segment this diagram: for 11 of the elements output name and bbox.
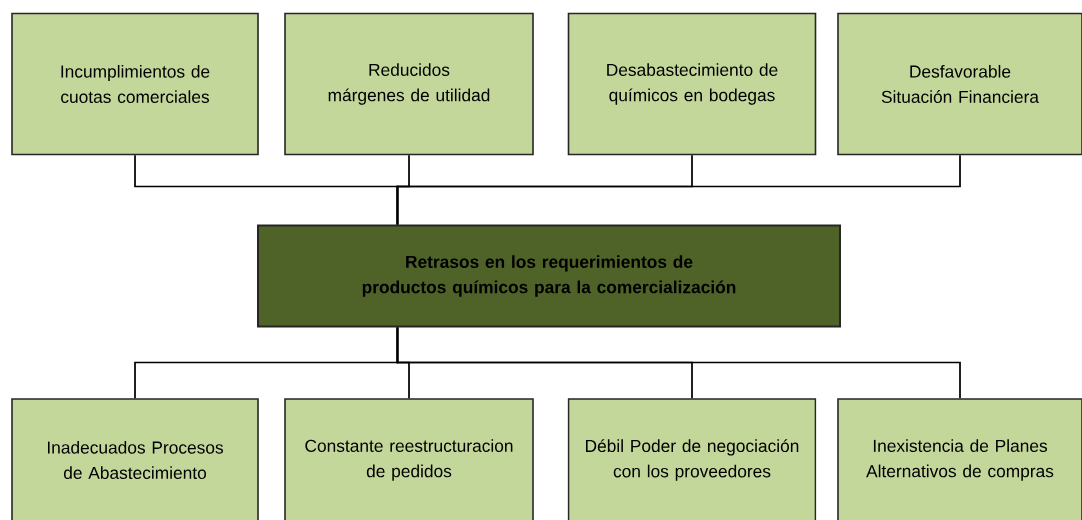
process-box: Desfavorable Situación Financiera: [837, 12, 1082, 156]
process-box: Débil Poder de negociación con los proveedores: [567, 398, 817, 520]
process-box: Inexistencia de Planes Alternativos de compras: [837, 398, 1082, 520]
process-box: Constante reestructuracion de pedidos: [284, 398, 534, 520]
connector-line: [396, 154, 961, 226]
process-box: Reducidos márgenes de utilidad: [284, 12, 534, 156]
core-problem-box: Retrasos en los requerimientos de productos químicos para la comercialización: [257, 224, 841, 328]
connector-line: [396, 326, 961, 400]
process-box: Desabastecimiento de químicos en bodegas: [567, 12, 817, 156]
process-box: Inadecuados Procesos de Abastecimiento: [11, 398, 259, 520]
process-box: Incumplimientos de cuotas comerciales: [11, 12, 259, 156]
